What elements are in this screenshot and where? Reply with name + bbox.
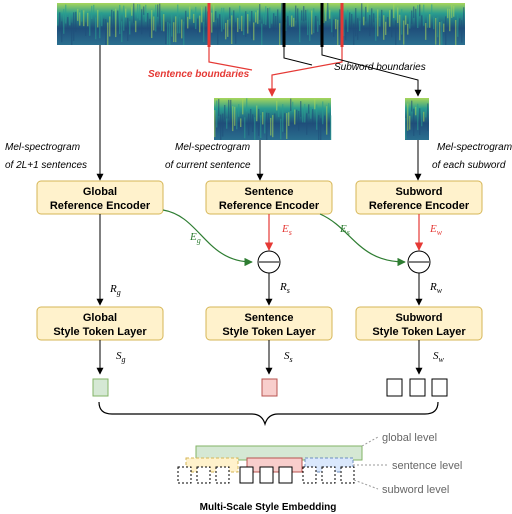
subword-boundaries-label: Subword boundaries xyxy=(334,62,426,73)
sentence-reference-encoder: Sentence Reference Encoder xyxy=(205,180,333,215)
label-rg: Rg xyxy=(109,283,121,297)
mel-subword-label-line2: of each subword xyxy=(432,160,506,171)
sentence-level-bar-center xyxy=(246,457,303,473)
label-ew-in: Ew xyxy=(429,223,443,237)
svg-text:Sentence: Sentence xyxy=(245,312,294,324)
svg-text:Global: Global xyxy=(83,186,117,198)
svg-text:Subword: Subword xyxy=(395,312,442,324)
mel-sentence-label-line2: of current sentence xyxy=(165,160,251,171)
svg-text:Subword: Subword xyxy=(395,186,442,198)
global-reference-encoder: Global Reference Encoder xyxy=(36,180,164,215)
label-eg: Eg xyxy=(189,231,201,245)
label-es-in: Es xyxy=(281,223,292,237)
svg-text:Style Token Layer: Style Token Layer xyxy=(222,326,316,338)
mel-sentence-label-line1: Mel-spectrogram xyxy=(175,142,250,153)
label-sg: Sg xyxy=(116,350,126,364)
sentence-level-label: sentence level xyxy=(392,460,462,472)
global-style-embedding xyxy=(92,378,109,397)
sentence-boundary-arrow-right xyxy=(267,47,343,97)
subword-subtract-node xyxy=(407,250,431,274)
global-level-leader xyxy=(361,436,379,447)
sentence-style-token-layer: Sentence Style Token Layer xyxy=(205,306,333,341)
subword-style-token-layer: Subword Style Token Layer xyxy=(355,306,483,341)
label-rw: Rw xyxy=(429,281,443,295)
svg-text:Reference Encoder: Reference Encoder xyxy=(50,200,151,212)
subword-style-embedding-1 xyxy=(386,378,403,397)
sentence-boundary-arrow-left xyxy=(208,47,253,71)
sentence-boundaries-label: Sentence boundaries xyxy=(148,69,250,80)
svg-text:Sentence: Sentence xyxy=(245,186,294,198)
mel-global-label-line1: Mel-spectrogram xyxy=(5,142,80,153)
svg-text:Style Token Layer: Style Token Layer xyxy=(53,326,147,338)
label-sw: Sw xyxy=(433,350,445,364)
mel-subword-label-line1: Mel-spectrogram xyxy=(437,142,512,153)
subword-level-leader xyxy=(353,479,379,490)
mel-global-label-line2: of 2L+1 sentences xyxy=(5,160,87,171)
sentence-subtract-node xyxy=(257,250,281,274)
svg-text:Style Token Layer: Style Token Layer xyxy=(372,326,466,338)
footer-title: Multi-Scale Style Embedding xyxy=(200,502,337,513)
label-es-out: Es xyxy=(339,223,350,237)
svg-text:Reference Encoder: Reference Encoder xyxy=(219,200,320,212)
arrow-es-to-subword-subtract xyxy=(319,213,406,267)
subword-style-embedding-3 xyxy=(431,378,448,397)
label-ss: Ss xyxy=(284,350,293,364)
label-rs: Rs xyxy=(279,281,290,295)
global-spectrogram xyxy=(57,3,465,45)
sentence-spectrogram xyxy=(214,98,332,140)
global-style-token-layer: Global Style Token Layer xyxy=(36,306,164,341)
subword-reference-encoder: Subword Reference Encoder xyxy=(355,180,483,215)
sentence-style-embedding xyxy=(261,378,278,397)
multi-scale-embedding-illustration xyxy=(177,445,363,484)
global-level-label: global level xyxy=(382,432,437,444)
subword-boundary-arrow-right xyxy=(321,47,422,97)
subword-boundary-arrow-left xyxy=(283,47,313,66)
subword-style-embedding-2 xyxy=(409,378,426,397)
subword-level-label: subword level xyxy=(382,484,449,496)
sentence-level-bar-left xyxy=(185,457,239,473)
arrow-eg-to-sentence-subtract xyxy=(162,209,253,267)
svg-text:Global: Global xyxy=(83,312,117,324)
subword-spectrogram xyxy=(405,98,429,140)
svg-text:Reference Encoder: Reference Encoder xyxy=(369,200,470,212)
combine-brace xyxy=(98,401,439,427)
